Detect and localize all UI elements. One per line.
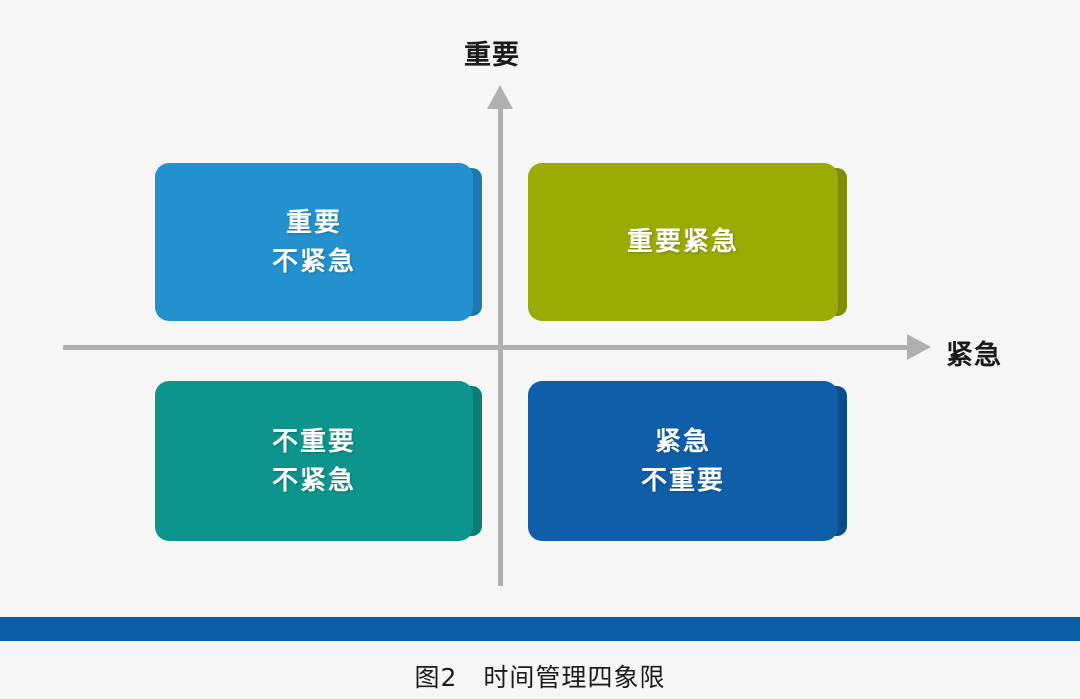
quadrant-label-line-2: 不紧急 (271, 464, 356, 495)
arrow-right-icon (907, 334, 931, 360)
arrow-up-icon (487, 85, 513, 109)
quadrant-label-group: 紧急 不重要 (640, 425, 725, 496)
quadrant-label-line-2: 不重要 (640, 464, 725, 495)
quadrant-label-group: 重要 不紧急 (271, 206, 356, 277)
quadrant-important-urgent[interactable]: 重要紧急 (528, 163, 847, 321)
quadrant-important-not-urgent[interactable]: 重要 不紧急 (155, 163, 482, 321)
quadrant-label-line-1: 紧急 (654, 425, 711, 456)
vertical-axis-line (498, 103, 503, 586)
bottom-divider-rule (0, 617, 1080, 641)
quadrant-label-group: 不重要 不紧急 (271, 425, 356, 496)
quadrant-face (528, 381, 838, 541)
figure-caption: 图2 时间管理四象限 (414, 663, 666, 692)
quadrant-label-group: 重要紧急 (626, 226, 739, 257)
quadrant-face (528, 163, 838, 321)
vertical-axis-label: 重要 (464, 40, 520, 70)
quadrant-urgent-not-important[interactable]: 紧急 不重要 (528, 381, 847, 541)
quadrant-face (155, 163, 473, 321)
quadrant-label-line-2: 不紧急 (271, 245, 356, 276)
horizontal-axis-label: 紧急 (946, 340, 1002, 370)
quadrant-label-line-1: 不重要 (271, 425, 356, 456)
quadrant-not-important-not-urgent[interactable]: 不重要 不紧急 (155, 381, 482, 541)
quadrant-label-line-1: 重要紧急 (626, 226, 739, 257)
quadrant-face (155, 381, 473, 541)
horizontal-axis-line (63, 345, 915, 350)
quadrant-label-line-1: 重要 (285, 206, 342, 237)
